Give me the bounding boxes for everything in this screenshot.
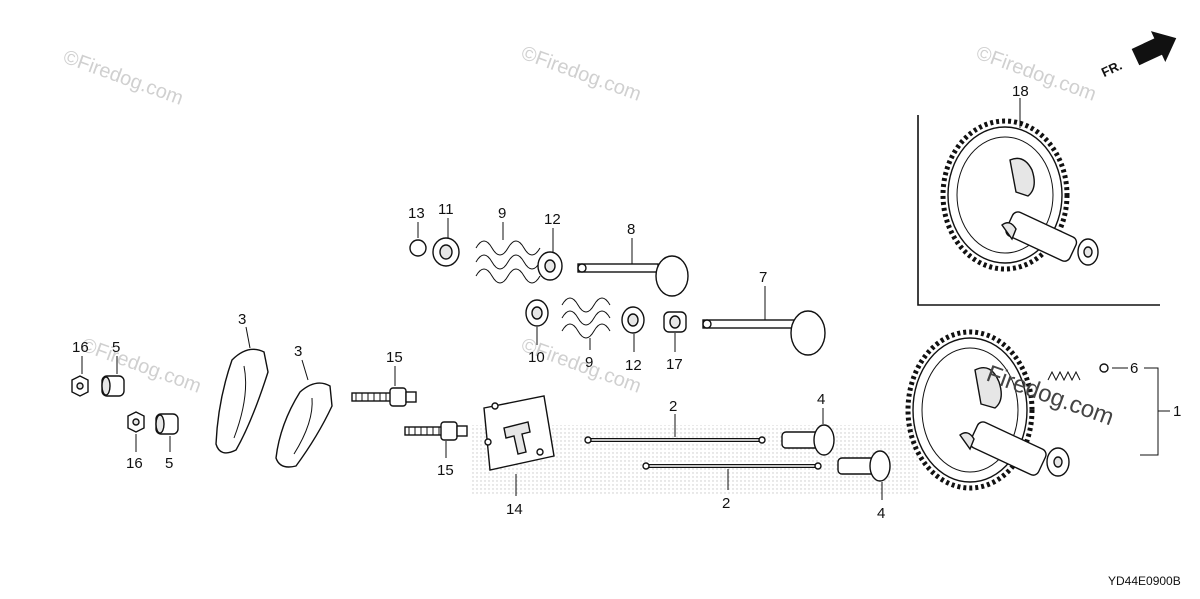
part-14-guide-plate	[483, 395, 555, 471]
part-5-pivot	[101, 375, 125, 397]
callout-15: 15	[437, 462, 454, 479]
callout-14: 14	[506, 501, 523, 518]
part-15-pivot-bolt	[351, 387, 417, 407]
callout-18: 18	[1012, 83, 1029, 100]
callout-1: 1	[1173, 403, 1181, 420]
part-7-valve	[702, 310, 826, 356]
part-13-cotter	[409, 239, 427, 257]
callout-9: 9	[585, 354, 593, 371]
callout-5: 5	[112, 339, 120, 356]
callout-10: 10	[528, 349, 545, 366]
part-9-valve-spring	[561, 297, 611, 339]
part-3-rocker-arm	[215, 348, 269, 454]
callout-6: 6	[1130, 360, 1138, 377]
part-2-push-rod	[584, 436, 766, 444]
part-12-stem-seal	[621, 306, 645, 334]
callout-17: 17	[666, 356, 683, 373]
watermark: ©Firedog.com	[78, 334, 204, 398]
part-3-rocker-arm	[275, 382, 333, 468]
callout-3: 3	[238, 311, 246, 328]
part-4-tappet	[781, 424, 835, 456]
callout-16: 16	[72, 339, 89, 356]
part-16-nut	[127, 411, 145, 433]
callout-4: 4	[817, 391, 825, 408]
watermark: ©Firedog.com	[518, 42, 644, 106]
callout-16: 16	[126, 455, 143, 472]
watermark: ©Firedog.com	[973, 42, 1099, 106]
front-direction-arrow: FR.	[1099, 31, 1177, 80]
inset-frame	[917, 115, 1160, 306]
callout-11: 11	[438, 201, 454, 218]
part-2-push-rod	[642, 462, 822, 470]
callout-2: 2	[722, 495, 730, 512]
part-4-tappet	[837, 450, 891, 482]
part-15-pivot-bolt	[404, 421, 468, 441]
callout-15: 15	[386, 349, 403, 366]
callout-7: 7	[759, 269, 767, 286]
callout-5: 5	[165, 455, 173, 472]
part-12-stem-seal	[537, 251, 563, 281]
part-18-camshaft-gear	[940, 118, 1099, 272]
part-6-spring	[1047, 363, 1109, 382]
callout-4: 4	[877, 505, 885, 522]
front-direction-label: FR.	[1099, 58, 1124, 80]
watermark: ©Firedog.com	[60, 46, 186, 110]
callout-8: 8	[627, 221, 635, 238]
callout-2: 2	[669, 398, 677, 415]
part-16-nut	[71, 375, 89, 397]
part-11-retainer	[432, 237, 460, 267]
part-10-retainer	[525, 299, 549, 327]
callout-12: 12	[625, 357, 642, 374]
callout-9: 9	[498, 205, 506, 222]
part-9-valve-spring	[475, 240, 541, 284]
callout-12: 12	[544, 211, 561, 228]
part-17-valve-rotator	[663, 311, 687, 333]
callout-3: 3	[294, 343, 302, 360]
part-5-pivot	[155, 413, 179, 435]
diagram-code: YD44E0900B	[1108, 574, 1181, 588]
part-1-camshaft-gear	[905, 329, 1070, 491]
callout-13: 13	[408, 205, 425, 222]
part-8-valve	[577, 255, 689, 297]
